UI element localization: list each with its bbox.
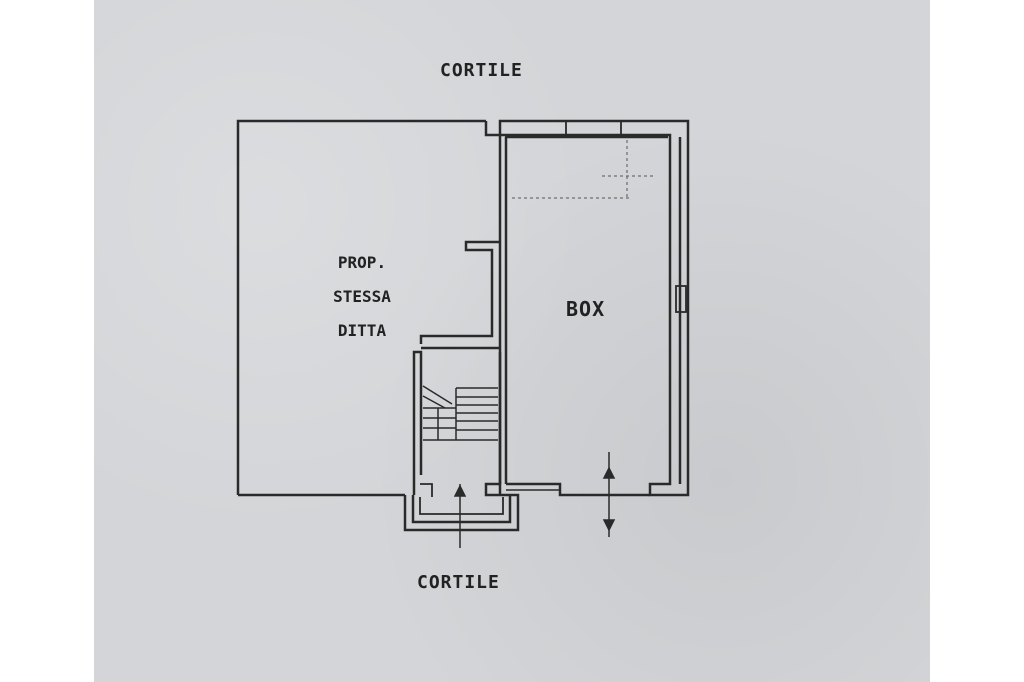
wall-partition-step: [419, 240, 500, 344]
box-dashed-marks: [512, 140, 655, 199]
wall-stairwell-left: [412, 350, 423, 495]
staircase: [422, 385, 498, 441]
box-window-right: [675, 285, 687, 313]
box-room-label: BOX: [566, 297, 606, 321]
section-axis-arrow: [602, 466, 616, 479]
courtyard-top-label: CORTILE: [440, 60, 523, 81]
entrance-door-jambs: [420, 483, 433, 497]
wall-box-top-outer: [484, 119, 690, 497]
prop-room-label-line2: STESSA: [333, 287, 391, 306]
floor-plan-sheet: [94, 0, 930, 682]
entrance-axis-arrow: [453, 484, 467, 497]
entrance-walls: [403, 482, 520, 532]
prop-room-label-line1: PROP.: [337, 253, 387, 272]
entrance-inner-step: [419, 497, 504, 515]
wall-left-room: [236, 119, 486, 495]
prop-room-label: PROP. STESSA DITTA: [322, 246, 402, 348]
section-axis-arrow-lower: [602, 519, 616, 532]
box-window-top: [565, 120, 622, 136]
courtyard-bottom-label: CORTILE: [417, 572, 500, 593]
prop-room-label-line3: DITTA: [337, 321, 387, 340]
